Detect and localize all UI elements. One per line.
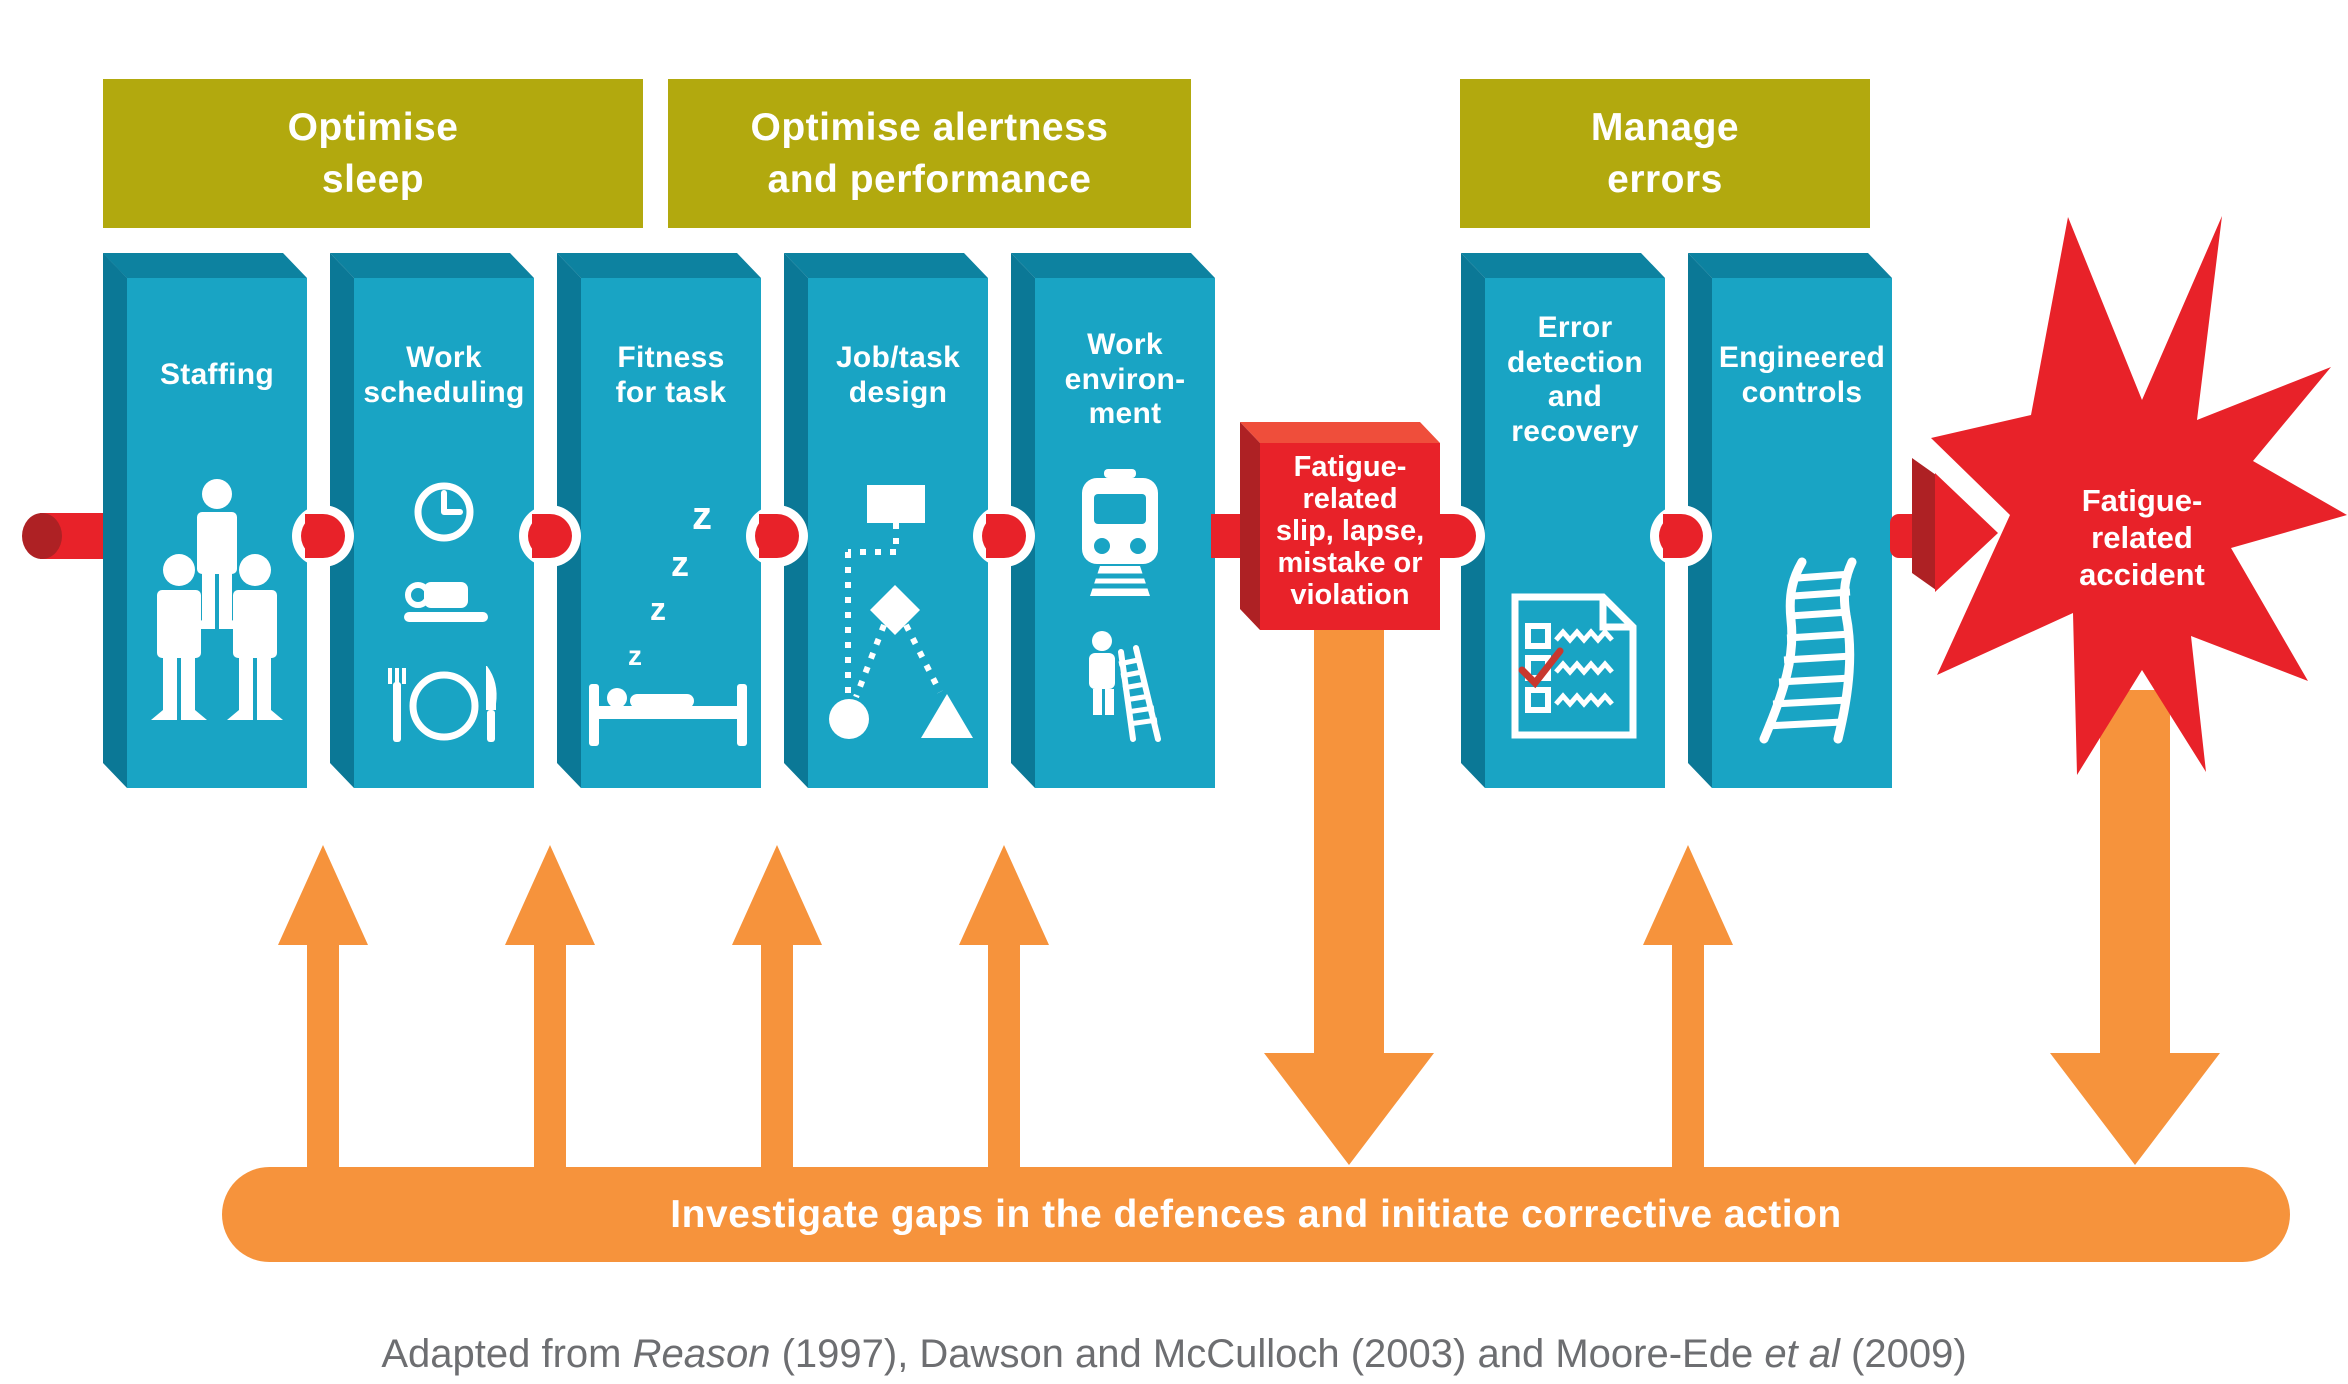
rod-stub <box>292 505 354 567</box>
accident-starburst <box>1931 216 2347 775</box>
bed-sleeper-icon <box>589 684 747 746</box>
source-caption: Adapted from Reason (1997), Dawson and M… <box>0 1332 2348 1377</box>
zzz-sleep-icon: z z z z <box>628 494 712 671</box>
red-check-icon <box>1518 647 1564 689</box>
person-ladder-icon <box>1089 631 1161 742</box>
panel-icons: z z z z <box>151 469 1857 746</box>
z-letter: z <box>671 543 689 584</box>
rod-stub <box>973 505 1035 567</box>
investigate-bar-label: Investigate gaps in the defences and ini… <box>670 1192 1842 1236</box>
rod-end-cap <box>22 513 62 559</box>
accident-arrow-3d <box>1890 458 1998 592</box>
coffee-cup-icon <box>404 582 488 622</box>
panel-label-work-scheduling: Work scheduling <box>363 341 525 409</box>
down-arrow-from-hazard <box>1264 628 1434 1165</box>
caption-italic: et al <box>1764 1332 1840 1376</box>
panel-label-work-environment: Work environ- ment <box>1064 328 1186 430</box>
panel-label-job-task-design: Job/task design <box>835 341 961 409</box>
caption-text: (2009) <box>1839 1332 1967 1376</box>
panel-staffing-3d <box>103 253 307 788</box>
header-optimise-sleep: Optimise sleep <box>103 79 643 228</box>
header-manage-errors: Manage errors <box>1460 79 1870 228</box>
panel-job-task-design-3d <box>784 253 988 788</box>
flowchart-icon <box>829 485 973 739</box>
caption-text: (1997), Dawson and McCulloch (2003) and … <box>770 1332 1765 1376</box>
checklist-document-icon <box>1511 593 1637 739</box>
panel-label-engineered-controls: Engineered controls <box>1718 341 1886 409</box>
panel-engineered-controls-3d <box>1688 253 1892 788</box>
rod-stub <box>746 505 808 567</box>
meal-setting-icon <box>388 666 497 742</box>
up-arrow <box>732 845 822 1172</box>
z-letter: z <box>650 591 666 627</box>
panel-label-error-detection: Error detection and recovery <box>1506 311 1644 448</box>
up-arrow <box>959 845 1049 1172</box>
down-arrow-from-accident <box>2050 690 2220 1165</box>
three-people-icon <box>151 479 283 720</box>
up-arrow <box>1643 845 1733 1172</box>
railway-track-icon <box>1759 557 1857 744</box>
panel-work-scheduling-3d <box>330 253 534 788</box>
rod-stub <box>1211 514 1244 558</box>
z-letter: z <box>692 494 712 538</box>
caption-italic: Reason <box>632 1332 771 1376</box>
panel-label-fitness: Fitness for task <box>615 341 727 409</box>
train-front-icon <box>1082 469 1158 596</box>
rod-stub <box>519 505 581 567</box>
caption-text: Adapted from <box>381 1332 633 1376</box>
hazard-box-3d <box>1240 422 1440 630</box>
clock-icon <box>414 482 474 542</box>
accident-star-label: Fatigue- related accident <box>2079 483 2205 593</box>
rod-stub <box>1650 505 1712 567</box>
header-optimise-alertness: Optimise alertness and performance <box>668 79 1191 228</box>
hazard-box-label: Fatigue- related slip, lapse, mistake or… <box>1275 451 1425 611</box>
panel-label-staffing: Staffing <box>159 358 275 391</box>
up-arrow <box>278 845 368 1172</box>
z-letter: z <box>628 640 642 671</box>
up-arrow <box>505 845 595 1172</box>
investigate-bar: Investigate gaps in the defences and ini… <box>222 1167 2290 1262</box>
corrective-action-arrows <box>278 628 2220 1172</box>
